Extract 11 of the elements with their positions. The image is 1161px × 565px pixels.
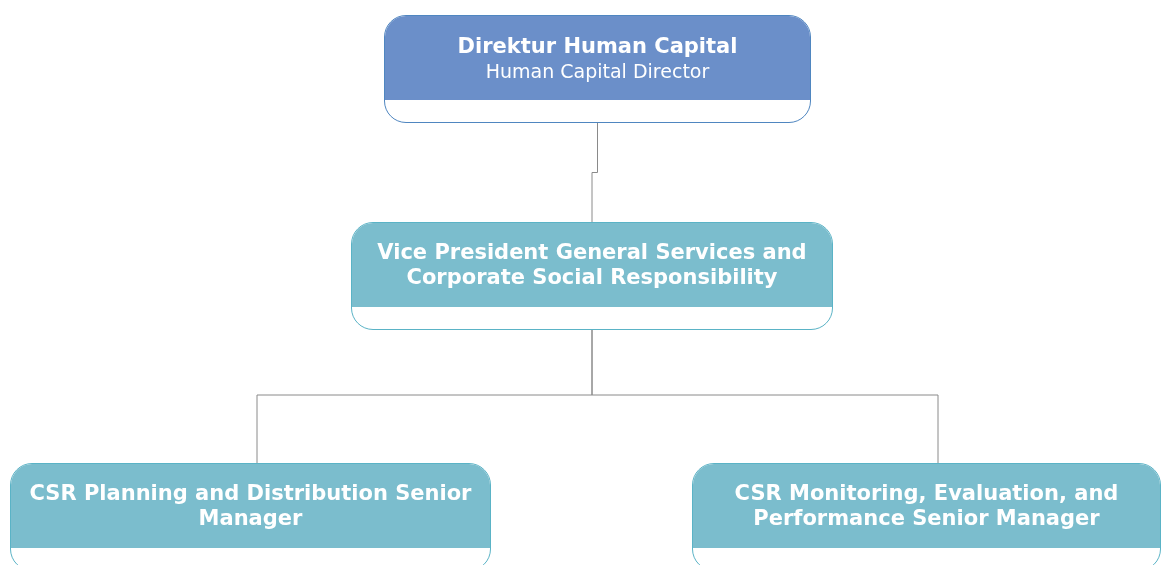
role-title: Direktur Human Capital: [457, 33, 738, 59]
connector-line: [591, 329, 939, 464]
role-title: Vice President General Services and Corporate Social Responsibility: [376, 240, 808, 290]
role-title: CSR Monitoring, Evaluation, and Performance Senior Manager: [733, 481, 1120, 531]
org-box: [384, 15, 811, 123]
org-box: [351, 222, 833, 330]
org-box: [692, 463, 1161, 565]
role-title: CSR Planning and Distribution Senior Manager: [28, 481, 473, 531]
org-box: [10, 463, 491, 565]
connector-line: [591, 122, 598, 223]
role-subtitle: Human Capital Director: [485, 58, 710, 83]
